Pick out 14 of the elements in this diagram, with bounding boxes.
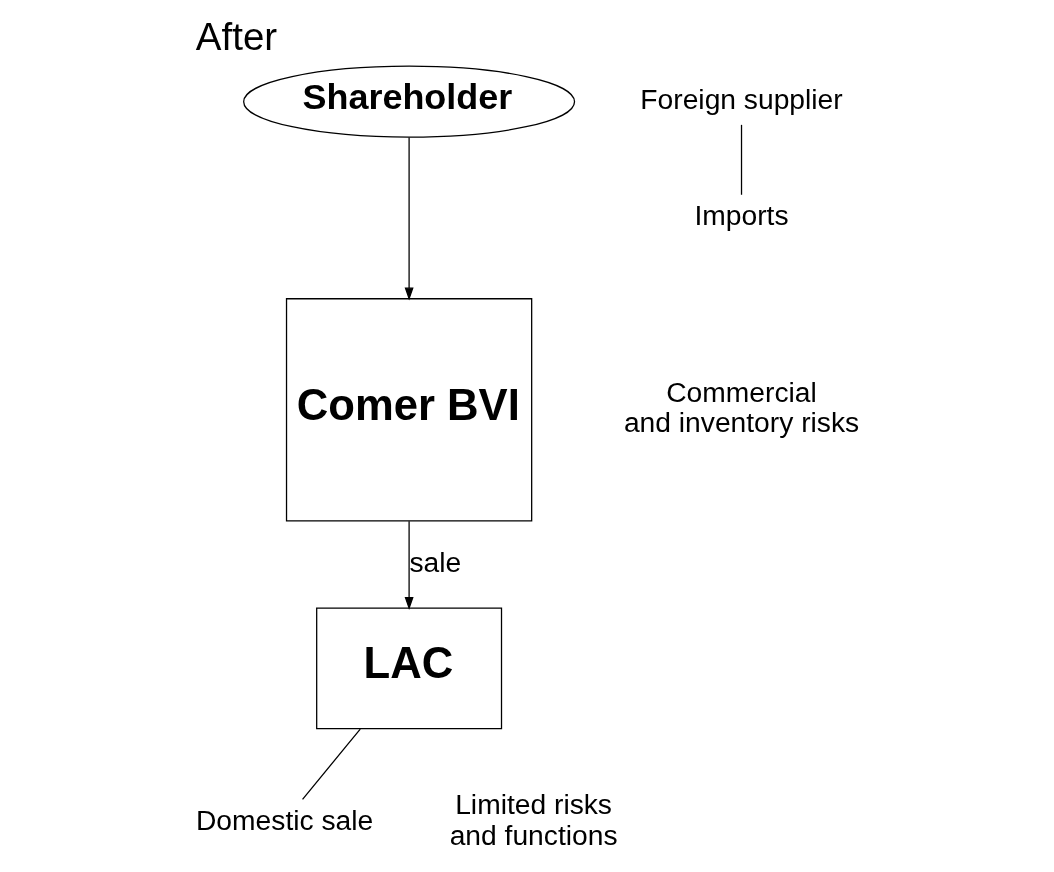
arrow [404, 136, 414, 301]
node-text: Domestic sale [195, 803, 373, 836]
node-box: LAC [315, 607, 502, 730]
node-text: Foreign supplier [639, 82, 843, 115]
connector [301, 728, 361, 800]
node-box: Comer BVI [285, 298, 532, 522]
label: Commercial and inventory risks [623, 375, 859, 439]
node-ellipse: Shareholder [242, 65, 575, 138]
node-text: Imports [693, 199, 789, 232]
arrow [404, 520, 414, 610]
edge-label: sale [409, 545, 461, 578]
label: Limited risks and functions [449, 788, 618, 852]
connector [740, 124, 742, 196]
diagram-title: After [195, 14, 277, 58]
